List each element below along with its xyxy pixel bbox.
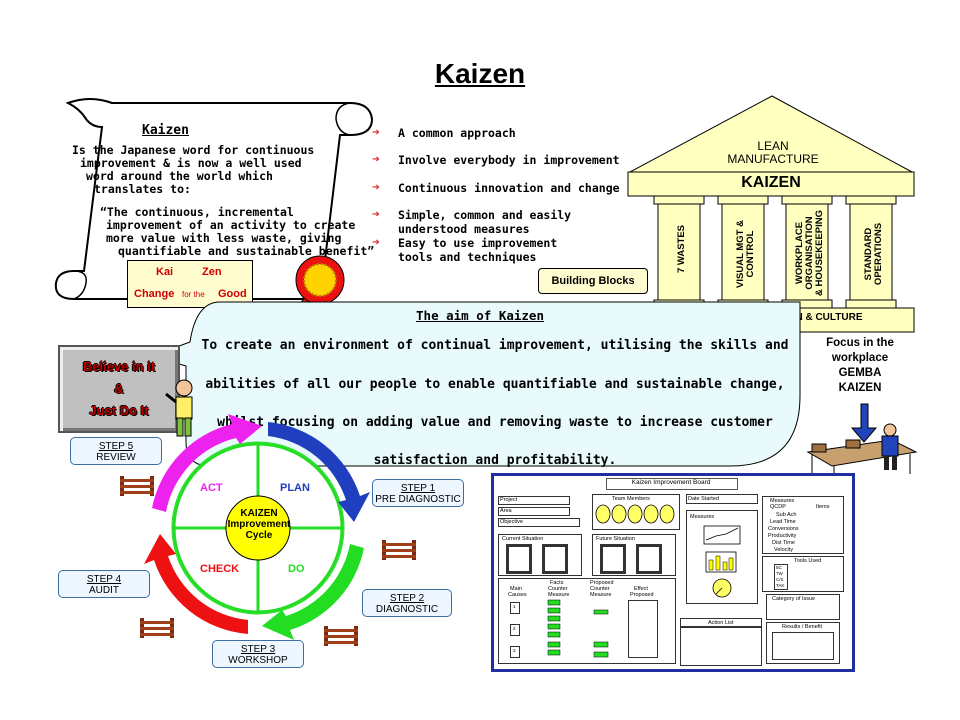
do-arrow <box>262 544 364 640</box>
board-main-causes-label: Main <box>510 586 522 592</box>
scroll-line-4: translates to: <box>94 182 191 196</box>
aim-line-2: abilities of all our people to enable qu… <box>205 377 785 392</box>
kaizen-improvement-board: Kaizen Improvement Board Project Area Ob… <box>491 473 855 672</box>
aim-line-4: satisfaction and profitability. <box>373 453 617 468</box>
arrow-right-icon: ➔ <box>372 152 380 167</box>
arrow-right-icon: ➔ <box>372 207 380 222</box>
fence-icon <box>324 626 358 646</box>
scroll-illustration <box>54 98 374 300</box>
plan-arrow <box>268 422 370 522</box>
kai-zen-box: Kai Zen Change for the Good <box>127 260 253 308</box>
scroll-quote-2: improvement of an activity to create <box>106 218 356 232</box>
workplace-illustration <box>806 403 918 480</box>
board-title: Kaizen Improvement Board <box>631 479 711 486</box>
scroll-line-1: Is the Japanese word for continuous <box>72 143 315 157</box>
scroll-line-3: word around the world which <box>86 169 273 183</box>
board-measures-qcdp-label: Measures <box>770 498 795 504</box>
arrow-right-icon: ➔ <box>372 125 380 140</box>
kai-label: Kai <box>156 266 174 278</box>
scroll-heading: Kaizen <box>142 123 189 138</box>
for-the-label: for the <box>182 290 205 299</box>
act-arrow <box>152 414 262 512</box>
person-pointing-icon <box>165 379 193 437</box>
fence-icon <box>140 618 174 638</box>
board-charts-icon <box>703 525 741 598</box>
board-measures-label: Measures <box>690 514 715 520</box>
good-label: Good <box>218 288 247 300</box>
cycle-do-label: DO <box>288 563 305 575</box>
cycle-center-label: KAIZEN Improvement Cycle <box>227 508 291 541</box>
board-category-label: Category of Issue <box>772 596 816 602</box>
check-arrow <box>144 534 248 634</box>
board-objective-label: Objective <box>500 519 523 525</box>
board-items-label: Items <box>816 504 830 510</box>
board-date-started-label: Date Started <box>688 496 719 502</box>
page-title: Kaizen <box>434 58 526 89</box>
cycle-plan-label: PLAN <box>280 482 310 494</box>
board-area-label: Area <box>500 508 512 514</box>
cycle-check-label: CHECK <box>200 563 240 575</box>
temple-beam: KAIZEN <box>741 174 801 191</box>
pillar-7-wastes: 7 WASTES <box>676 224 687 274</box>
arrow-right-icon: ➔ <box>372 180 380 195</box>
board-proposed-counter-label: Proposed <box>590 580 614 586</box>
board-tools-used-label: Tools Used <box>794 558 822 564</box>
arrow-right-icon: ➔ <box>372 235 380 250</box>
board-action-list-label: Action List <box>708 620 734 626</box>
temple-roof-line1: LEAN <box>757 139 789 153</box>
focus-text: Focus in the workplace GEMBA KAIZEN <box>826 337 894 394</box>
scroll-quote-1: “The continuous, incremental <box>100 205 294 219</box>
zen-label: Zen <box>202 266 222 278</box>
board-future-situation-label: Future Situation <box>596 536 635 542</box>
scroll-quote-4: quantifiable and sustainable benefit” <box>118 244 375 258</box>
board-measure-bars <box>547 599 609 658</box>
board-team-members-label: Team Members <box>612 496 650 502</box>
fence-icon <box>120 476 154 496</box>
temple-roof-line2: MANUFACTURE <box>727 152 819 166</box>
believe-line-2: & <box>114 381 124 396</box>
board-results-benefit-label: Results / Benefit <box>782 624 823 630</box>
aim-line-1: To create an environment of continual im… <box>201 338 789 353</box>
believe-line-3: Just Do It <box>89 403 149 418</box>
board-facts-counter-label: Facts <box>550 580 564 586</box>
change-label: Change <box>134 288 175 300</box>
fence-icon <box>382 540 416 560</box>
believe-line-1: Believe in it <box>82 359 156 374</box>
board-project-label: Project <box>500 497 518 503</box>
board-effect-proposed-label: Effect <box>634 586 648 592</box>
building-blocks-label: Building Blocks <box>538 268 648 294</box>
cycle-act-label: ACT <box>200 482 223 494</box>
aim-line-3: whilst focusing on adding value and remo… <box>217 415 773 430</box>
team-member-ovals <box>595 504 675 524</box>
kaizen-cycle-diagram <box>144 414 370 640</box>
scroll-quote-3: more value with less waste, giving <box>106 231 342 245</box>
scroll-line-2: improvement & is now a well used <box>80 156 302 170</box>
board-current-situation-label: Current Situation <box>502 536 544 542</box>
aim-title: The aim of Kaizen <box>416 308 544 323</box>
